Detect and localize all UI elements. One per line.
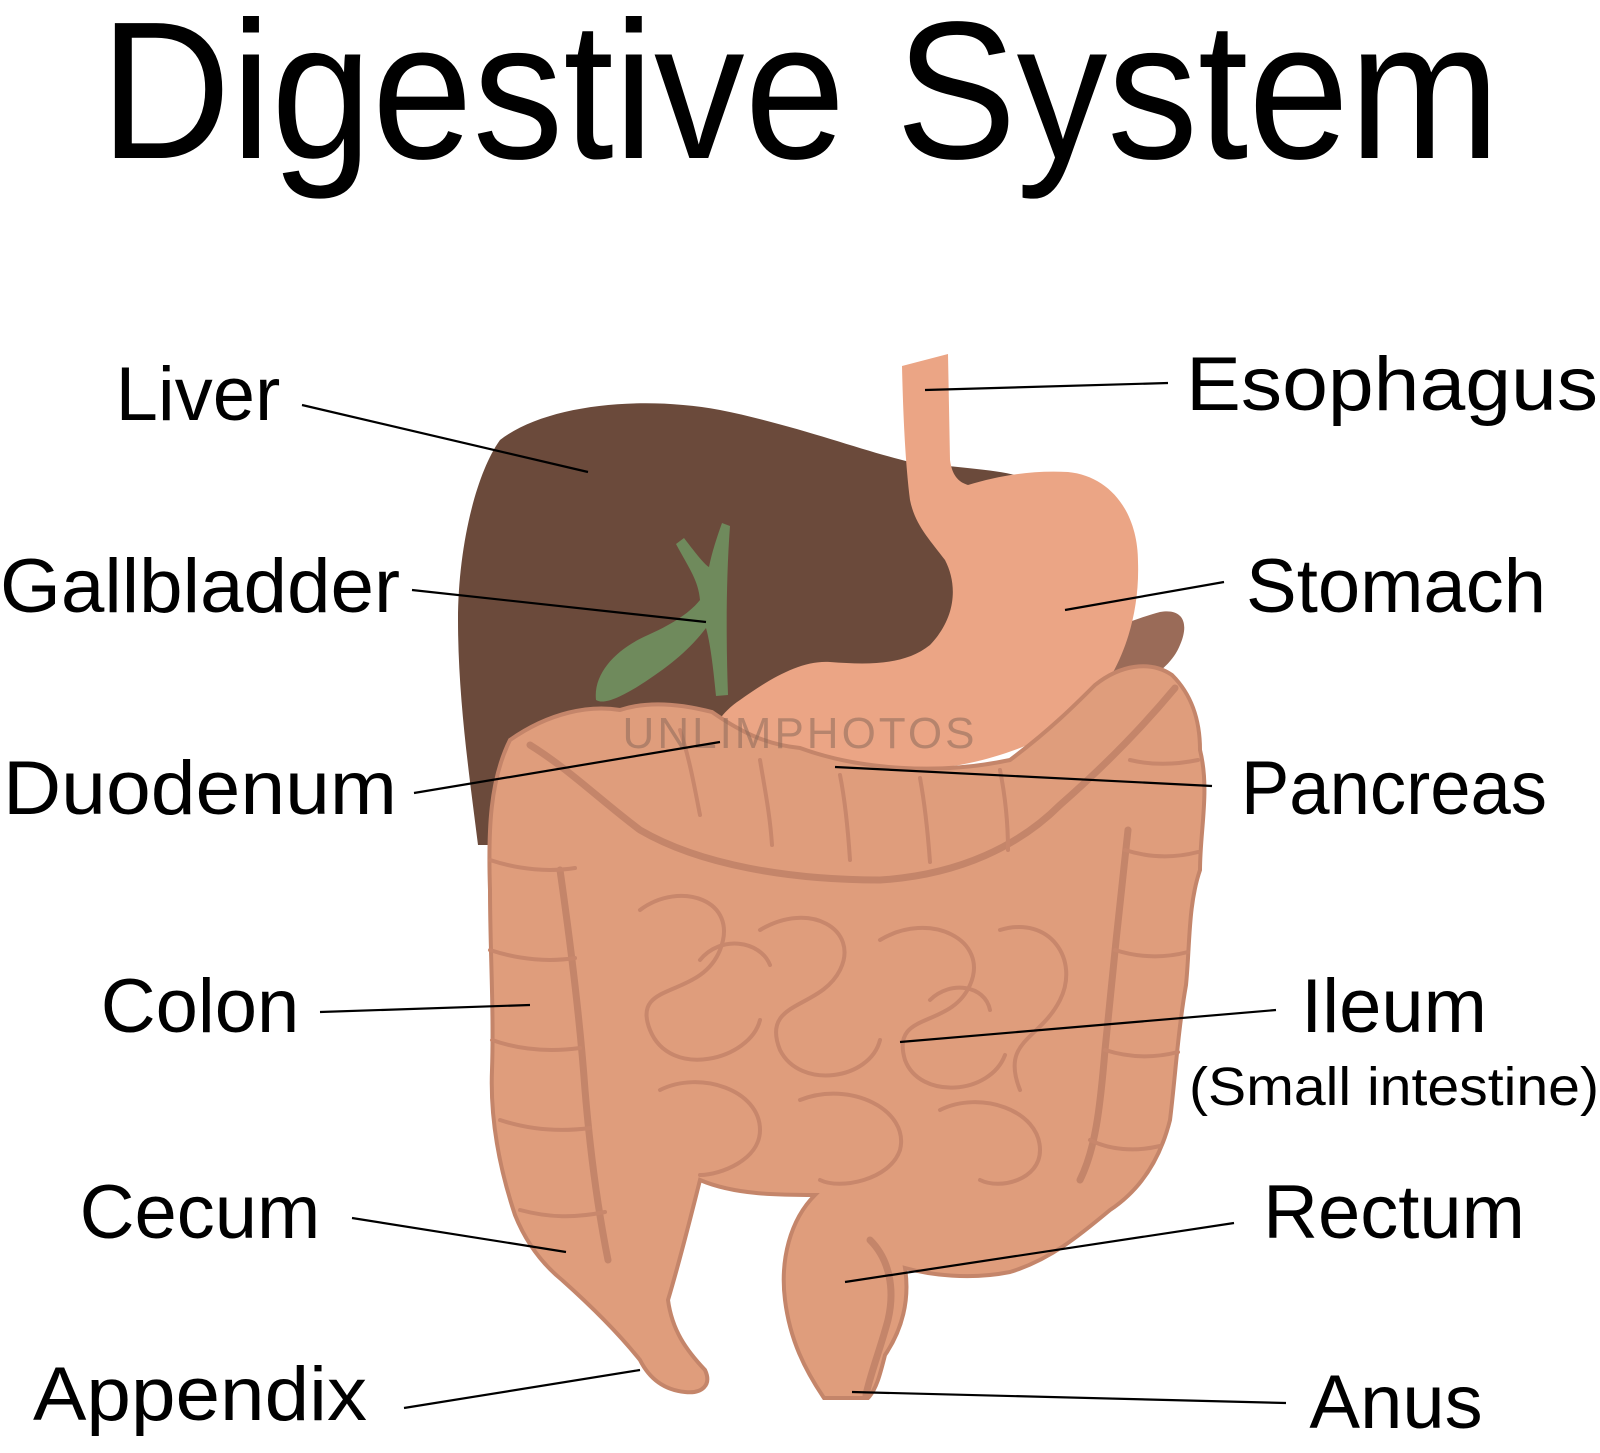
label-ileum: Ileum: [1301, 964, 1487, 1049]
label-appendix: Appendix: [33, 1352, 367, 1437]
colon-haustra: [488, 728, 1200, 1219]
leader-cecum: [351, 1216, 567, 1254]
label-esophagus: Esophagus: [1186, 342, 1598, 427]
leader-ileum: [899, 1008, 1277, 1044]
leader-duodenum: [413, 740, 721, 795]
label-colon: Colon: [101, 964, 300, 1049]
label-anus: Anus: [1309, 1360, 1482, 1445]
labels-right: Esophagus Stomach Pancreas Ileum (Small …: [1186, 342, 1599, 1445]
label-ileum-note: (Small intestine): [1189, 1057, 1599, 1117]
leader-stomach: [1064, 580, 1225, 612]
rectum-crease: [862, 1236, 895, 1399]
label-duodenum: Duodenum: [3, 746, 397, 831]
leader-liver: [301, 403, 589, 474]
diagram-title: Digestive System: [100, 0, 1500, 200]
label-rectum: Rectum: [1263, 1170, 1525, 1255]
leader-lines: [301, 381, 1287, 1410]
gallbladder-shape: [595, 523, 730, 702]
leader-anus: [851, 1390, 1287, 1405]
leader-rectum: [844, 1221, 1235, 1284]
small-intestine-loops: [638, 893, 1069, 1186]
leader-gallbladder: [411, 588, 707, 624]
leader-appendix: [403, 1368, 641, 1410]
label-cecum: Cecum: [80, 1170, 321, 1255]
label-gallbladder: Gallbladder: [0, 544, 400, 629]
label-pancreas: Pancreas: [1241, 746, 1547, 831]
organs: [458, 354, 1207, 1400]
leader-esophagus: [924, 381, 1169, 392]
labels-left: Liver Gallbladder Duodenum Colon Cecum A…: [0, 352, 400, 1437]
stomach-shape: [712, 354, 1139, 804]
leader-colon: [319, 1003, 531, 1014]
leader-pancreas: [834, 765, 1213, 788]
colon-shape: [487, 664, 1207, 1400]
watermark-text: UNLIMPHOTOS: [623, 709, 978, 758]
colon-descending-crease: [1076, 826, 1132, 1184]
label-liver: Liver: [116, 352, 281, 437]
label-stomach: Stomach: [1246, 544, 1546, 629]
colon-transverse-crease: [526, 684, 1179, 884]
colon-ascending-crease: [556, 866, 612, 1264]
